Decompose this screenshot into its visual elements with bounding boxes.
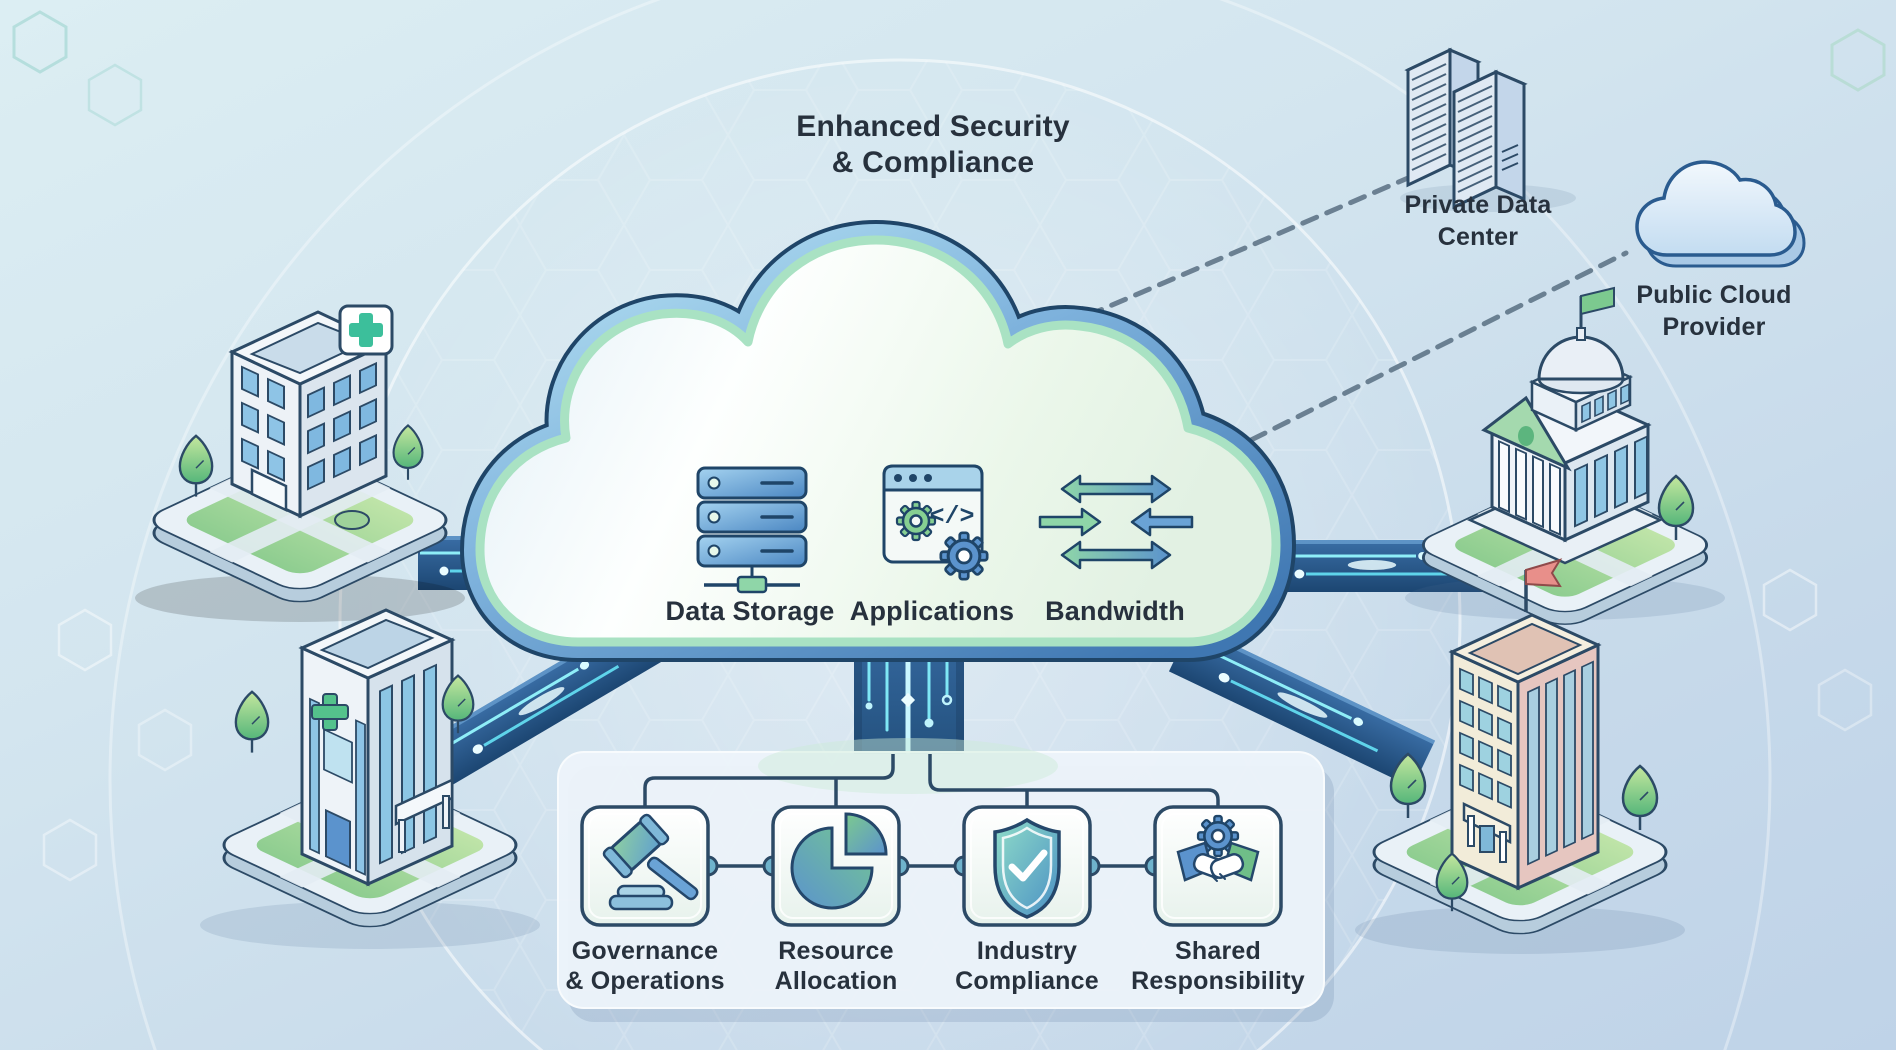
app-window-gears-icon: </> xyxy=(882,464,989,581)
public-cloud-icon xyxy=(1635,160,1806,268)
handshake-gear-icon xyxy=(1176,814,1260,882)
office-building xyxy=(1355,558,1685,954)
gavel-icon xyxy=(602,813,699,911)
tree-icon xyxy=(178,434,214,498)
pillar-label-compliance-line2: Compliance xyxy=(955,967,1099,995)
pillar-label-governance-line2: & Operations xyxy=(565,967,725,995)
pillar-label-compliance-line1: Industry xyxy=(976,937,1078,965)
office-windows-left xyxy=(1459,667,1512,809)
drum-windows xyxy=(1581,382,1630,424)
community-cloud: </> xyxy=(460,220,1296,662)
pillar-boxes xyxy=(580,805,1283,927)
canopy xyxy=(394,778,454,826)
title-line2: & Compliance xyxy=(831,146,1035,179)
pillar-label-resource-line2: Allocation xyxy=(774,967,898,995)
shield-check-icon xyxy=(993,817,1061,919)
transfer-arrows-icon xyxy=(1038,474,1194,570)
server-towers-icon xyxy=(1400,47,1576,212)
code-glyph: </> xyxy=(929,502,974,531)
government-building xyxy=(1405,286,1725,632)
gov-windows xyxy=(1574,435,1648,528)
red-flag xyxy=(1525,558,1563,588)
private-data-center-label-line1: Private Data xyxy=(1404,191,1552,219)
portico xyxy=(1462,802,1512,844)
hospital-windows-right xyxy=(307,361,377,491)
dome xyxy=(1537,335,1625,381)
hospital-windows-left xyxy=(241,365,285,482)
cloud-service-label-bandwidth: Bandwidth xyxy=(1045,596,1185,626)
tree-icon xyxy=(1621,764,1659,832)
hospital-entrance xyxy=(250,468,288,512)
tower-strips-left xyxy=(309,697,366,876)
office-strips-right xyxy=(1527,660,1594,866)
private-data-center-label-line2: Center xyxy=(1437,223,1519,251)
server-stack-icon xyxy=(696,466,808,594)
colonnade xyxy=(1498,439,1561,536)
medical-tower-building xyxy=(200,608,540,949)
title-line1: Enhanced Security xyxy=(796,110,1070,143)
data-highway-right-diagonal xyxy=(1168,624,1436,788)
pie-chart-icon xyxy=(790,812,888,910)
pillar-label-shared-line2: Responsibility xyxy=(1131,967,1305,995)
tower-strips-right xyxy=(379,663,437,865)
governance-panel xyxy=(557,738,1334,1022)
link-public-cloud xyxy=(1202,250,1629,466)
medical-cross-sign xyxy=(338,304,394,356)
pillar-label-shared-line1: Shared xyxy=(1175,937,1261,965)
bush xyxy=(334,510,370,530)
pillar-label-resource-line1: Resource xyxy=(778,937,894,965)
cloud-service-label-applications: Applications xyxy=(849,596,1015,626)
green-flag xyxy=(1580,286,1615,316)
cloud-service-label-data-storage: Data Storage xyxy=(665,596,835,626)
pillar-label-governance-line1: Governance xyxy=(571,937,719,965)
panel-connectors xyxy=(643,754,1220,868)
medical-cross-wall xyxy=(311,693,349,731)
public-cloud-provider-label-line2: Provider xyxy=(1662,313,1766,341)
public-cloud-provider-label-line1: Public Cloud xyxy=(1636,281,1792,309)
tree-icon xyxy=(234,690,270,754)
